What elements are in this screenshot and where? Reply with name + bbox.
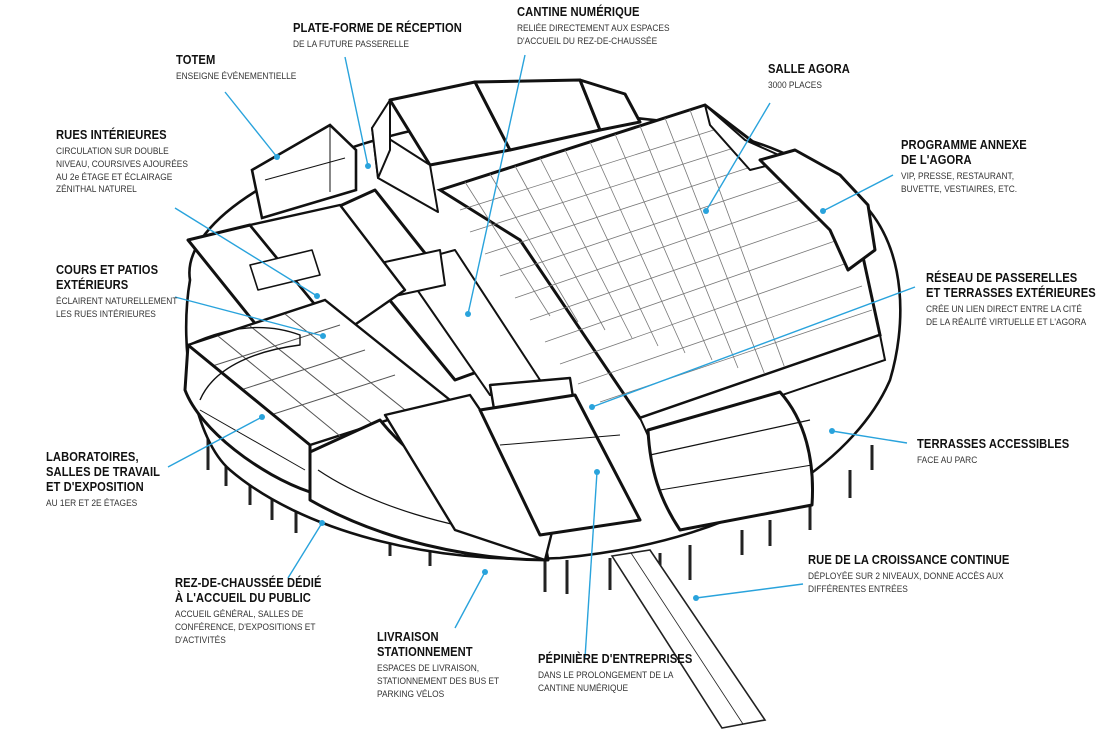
label-title: REZ-DE-CHAUSSÉE DÉDIÉ xyxy=(175,575,322,590)
label-title-line-2: SALLES DE TRAVAIL xyxy=(46,463,161,479)
label-title: COURS ET PATIOS xyxy=(56,262,159,277)
label-plateforme: PLATE-FORME DE RÉCEPTION DE LA FUTURE PA… xyxy=(293,20,489,52)
leader-lines xyxy=(167,54,916,659)
label-pepiniere: PÉPINIÈRE D'ENTREPRISES DANS LE PROLONGE… xyxy=(538,651,718,696)
central-blocks xyxy=(186,188,541,396)
label-title: TERRASSES ACCESSIBLES xyxy=(917,436,1070,451)
label-title: RÉSEAU DE PASSERELLES xyxy=(926,270,1078,285)
label-rdc: REZ-DE-CHAUSSÉE DÉDIÉ À L'ACCUEIL DU PUB… xyxy=(175,575,345,647)
label-title: PROGRAMME ANNEXE xyxy=(901,137,1027,152)
label-title-line-3: ET D'EXPOSITION xyxy=(46,478,144,494)
label-subtitle: DE LA FUTURE PASSERELLE xyxy=(293,38,409,50)
label-subtitle: ENSEIGNE ÉVÉNEMENTIELLE xyxy=(176,70,297,82)
label-subtitle: FACE AU PARC xyxy=(917,454,978,466)
label-subtitle: AU 1ER ET 2E ÉTAGES xyxy=(46,497,138,509)
label-title: TOTEM xyxy=(176,52,216,67)
label-subtitle: 3000 PLACES xyxy=(768,79,822,91)
label-title-line-2: À L'ACCUEIL DU PUBLIC xyxy=(175,589,311,605)
label-title: SALLE AGORA xyxy=(768,61,850,76)
label-subtitle: ESPACES DE LIVRAISON,STATIONNEMENT DES B… xyxy=(377,662,500,700)
label-cantine: CANTINE NUMÉRIQUE RELIÉE DIRECTEMENT AUX… xyxy=(517,4,690,49)
label-title: CANTINE NUMÉRIQUE xyxy=(517,4,640,19)
label-cours: COURS ET PATIOS EXTÉRIEURS ÉCLAIRENT NAT… xyxy=(56,262,194,322)
label-livraison: LIVRAISON STATIONNEMENT ESPACES DE LIVRA… xyxy=(377,629,516,701)
label-programme: PROGRAMME ANNEXE DE L'AGORA VIP, PRESSE,… xyxy=(901,137,1047,197)
back-blocks xyxy=(371,78,642,213)
label-title-line-2: DE L'AGORA xyxy=(901,151,972,167)
label-reseau: RÉSEAU DE PASSERELLES ET TERRASSES EXTÉR… xyxy=(926,270,1120,330)
label-title: PÉPINIÈRE D'ENTREPRISES xyxy=(538,651,693,666)
terrasse-block xyxy=(646,390,814,532)
laboratoires-block xyxy=(183,326,312,494)
label-title: LABORATOIRES, xyxy=(46,449,139,464)
label-totem: TOTEM ENSEIGNE ÉVÉNEMENTIELLE xyxy=(176,52,313,84)
totem-structure xyxy=(250,123,358,220)
label-title-line-2: STATIONNEMENT xyxy=(377,643,473,659)
label-title: RUES INTÉRIEURES xyxy=(56,127,167,142)
label-croissance: RUE DE LA CROISSANCE CONTINUE DÉPLOYÉE S… xyxy=(808,552,1042,597)
label-subtitle: VIP, PRESSE, RESTAURANT,BUVETTE, VESTIAI… xyxy=(901,170,1018,195)
label-title: PLATE-FORME DE RÉCEPTION xyxy=(293,20,462,35)
label-title-line-2: EXTÉRIEURS xyxy=(56,276,129,292)
label-title: LIVRAISON xyxy=(377,629,439,644)
leader-dots xyxy=(259,154,835,601)
front-blocks xyxy=(308,376,642,562)
label-labos: LABORATOIRES, SALLES DE TRAVAIL ET D'EXP… xyxy=(46,449,179,511)
label-terrasses: TERRASSES ACCESSIBLES FACE AU PARC xyxy=(917,436,1094,468)
label-title-line-2: ET TERRASSES EXTÉRIEURES xyxy=(926,284,1096,300)
annexe-blocks xyxy=(704,104,877,272)
rue-de-la-croissance-ramp xyxy=(610,549,767,729)
label-agora: SALLE AGORA 3000 PLACES xyxy=(768,61,863,93)
label-title: RUE DE LA CROISSANCE CONTINUE xyxy=(808,552,1010,567)
